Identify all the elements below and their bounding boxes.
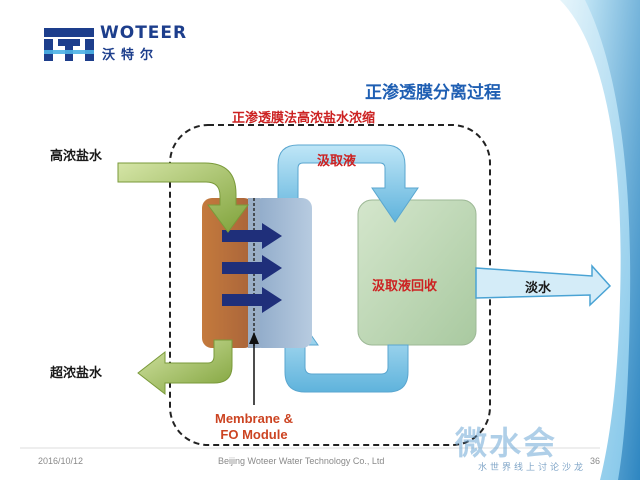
feed-inlet-arrow (117, 162, 249, 233)
brand-name-cn: 沃特尔 (102, 48, 160, 63)
recovery-unit (357, 199, 477, 346)
diagram-title: 正渗透膜分离过程 (365, 83, 501, 103)
feed-in-label: 高浓盐水 (50, 149, 103, 164)
watermark-tagline: 水世界线上讨论沙龙 (478, 463, 587, 473)
watermark-logo: 微水会 (455, 424, 558, 462)
footer-date: 2016/10/12 (38, 456, 84, 466)
module-label-line1: Membrane & (214, 411, 294, 426)
draw-solution-label: 汲取液 (317, 154, 357, 169)
brine-outlet-arrow (137, 339, 233, 396)
draw-recovery-label: 汲取液回收 (372, 279, 438, 294)
footer-company: Beijing Woteer Water Technology Co., Ltd (218, 456, 385, 466)
module-label: Membrane & FO Module (204, 411, 304, 443)
footer-page-number: 36 (590, 456, 601, 466)
diagram-subtitle: 正渗透膜法高浓盐水浓缩 (232, 111, 376, 126)
fresh-water-arrow (475, 264, 612, 307)
brand-name-en: WOTEER (100, 23, 188, 43)
brine-out-label: 超浓盐水 (50, 366, 103, 381)
water-flux-arrows (222, 223, 282, 313)
draw-solution-top-arrow (277, 144, 419, 223)
fresh-water-label: 淡水 (525, 281, 552, 296)
module-label-line2: FO Module (220, 427, 288, 442)
woteer-logo-icon (44, 28, 94, 61)
